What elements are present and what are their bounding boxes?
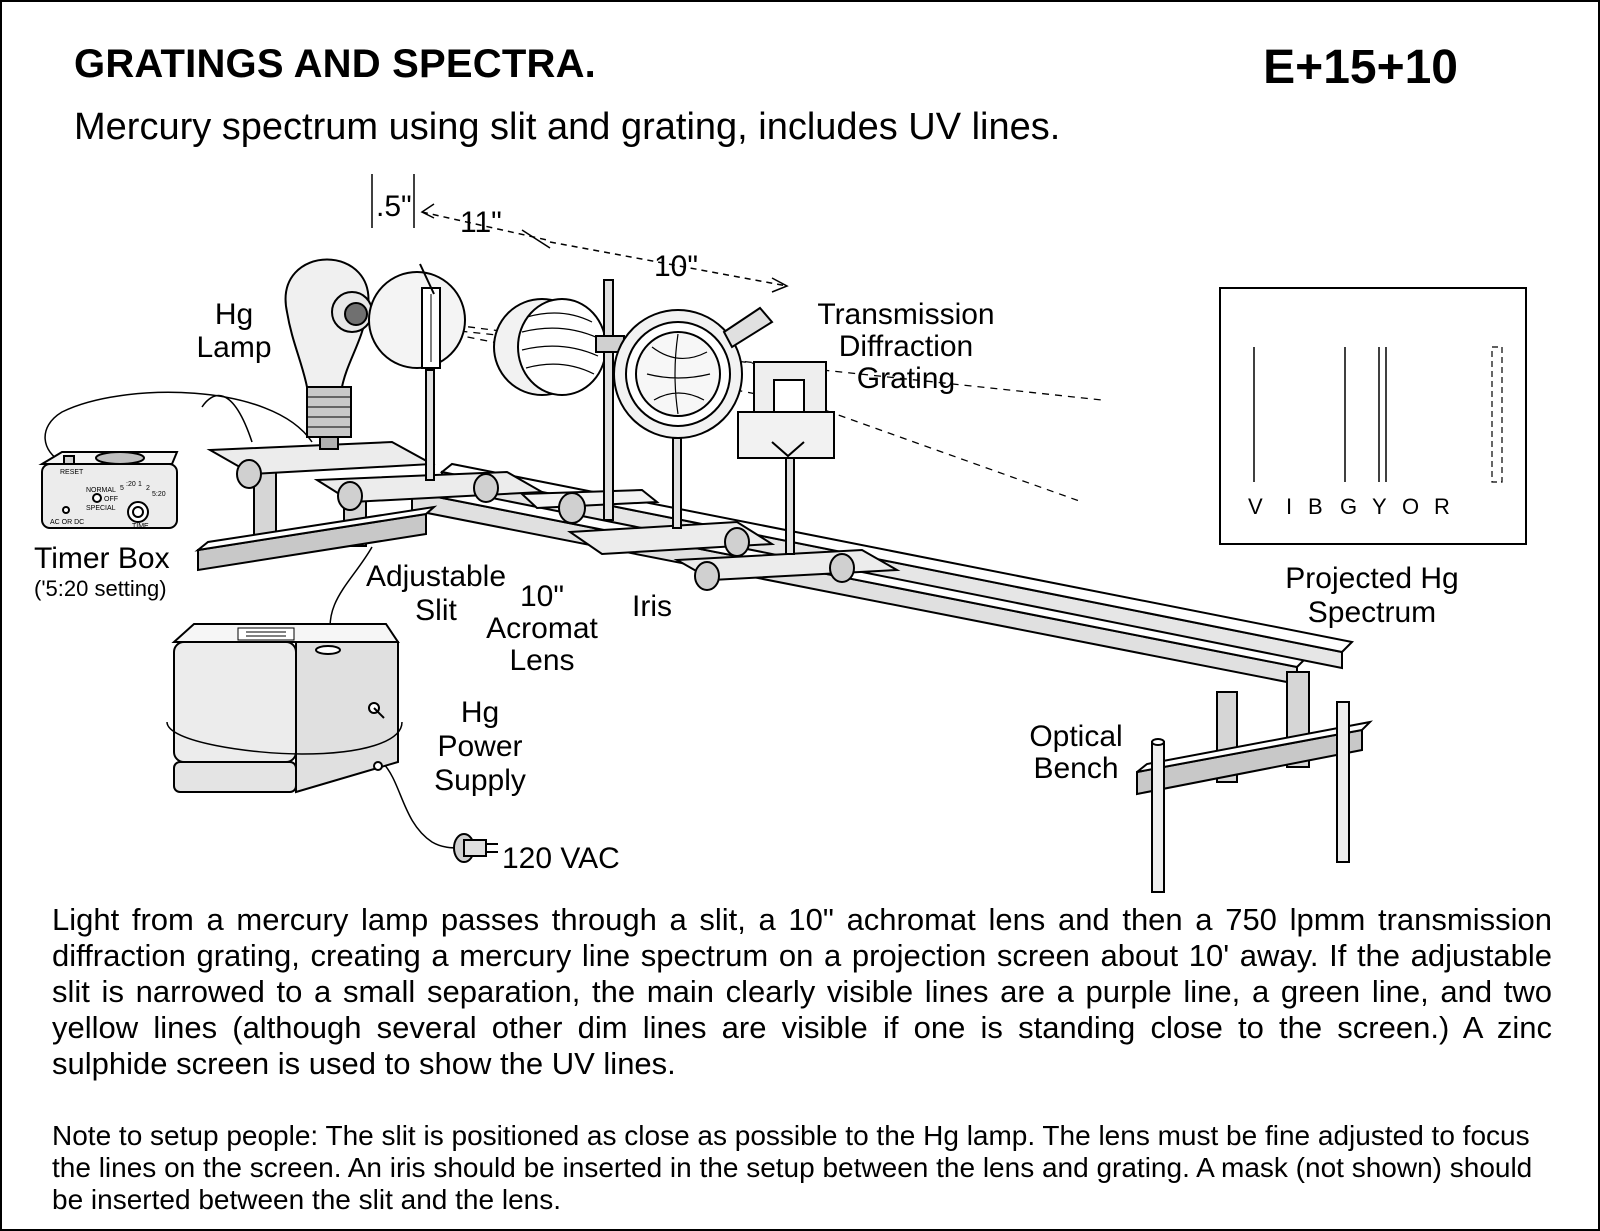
experiment-code: E+15+10 — [1263, 41, 1458, 94]
setup-note: Note to setup people: The slit is positi… — [52, 1120, 1533, 1215]
hg-lamp — [284, 258, 373, 450]
description-paragraph: Light from a mercury lamp passes through… — [52, 902, 1552, 1081]
svg-text:Lens: Lens — [509, 644, 574, 677]
svg-text:Hg: Hg — [215, 298, 253, 331]
page-title: GRATINGS AND SPECTRA. — [74, 42, 596, 86]
spectrum-letter: O — [1402, 494, 1421, 519]
iris-label: Iris — [632, 590, 672, 623]
slit-label: Adjustable Slit — [366, 560, 506, 627]
svg-text:Power: Power — [437, 730, 522, 763]
svg-text:Slit: Slit — [415, 594, 457, 627]
svg-text:10": 10" — [520, 580, 564, 613]
lens-label: 10" Acromat Lens — [486, 580, 598, 677]
hg-lamp-label: Hg Lamp — [196, 298, 271, 364]
svg-text:Diffraction: Diffraction — [839, 330, 974, 363]
spectrum-letter: R — [1434, 494, 1452, 519]
projected-spectrum-label: Projected Hg Spectrum — [1285, 562, 1458, 629]
timer-time-label: TIME — [132, 523, 149, 530]
svg-text:Optical: Optical — [1029, 720, 1122, 753]
page-subtitle: Mercury spectrum using slit and grating,… — [74, 106, 1061, 148]
spectrum-letter: Y — [1372, 494, 1389, 519]
svg-text:Lamp: Lamp — [196, 331, 271, 364]
iris — [613, 306, 774, 529]
timer-setting-1: 5 — [120, 485, 124, 492]
dimension-eleven-inch: 11" — [460, 206, 502, 239]
diffraction-grating — [737, 361, 835, 555]
optical-bench-label: Optical Bench — [1029, 720, 1122, 785]
svg-text:Grating: Grating — [857, 362, 955, 395]
timer-special-label: SPECIAL — [86, 505, 116, 512]
svg-text:Transmission: Transmission — [817, 298, 994, 331]
spectrum-lines — [1253, 346, 1503, 483]
timer-acdc-label: AC OR DC — [50, 519, 84, 526]
svg-text:Bench: Bench — [1033, 752, 1118, 785]
timer-box — [38, 451, 179, 529]
timer-off-label: OFF — [104, 496, 118, 503]
svg-text:Acromat: Acromat — [486, 612, 598, 645]
timer-setting-2: :20 — [126, 481, 136, 488]
adjustable-slit — [368, 263, 466, 481]
spectrum-letter: I — [1286, 494, 1294, 519]
dimension-half-inch: .5" — [376, 190, 412, 223]
svg-text:Hg: Hg — [461, 696, 499, 729]
dimension-ten-inch: 10" — [654, 250, 698, 283]
hg-power-supply — [166, 623, 403, 794]
timer-setting-3: 1 — [138, 481, 142, 488]
dimension-markers — [371, 174, 789, 293]
svg-text:Spectrum: Spectrum — [1308, 596, 1436, 629]
timer-setting-label: ('5:20 setting) — [34, 576, 167, 601]
projection-screen — [1219, 287, 1527, 545]
apparatus-diagram: .5" 11" 10" — [34, 174, 1527, 893]
spectrum-letter: B — [1308, 494, 1325, 519]
vac-label: 120 VAC — [502, 842, 620, 875]
spectrum-letter: V — [1248, 494, 1265, 519]
grating-label: Transmission Diffraction Grating — [817, 298, 994, 395]
timer-box-label: Timer Box — [34, 542, 170, 575]
optical-bench — [194, 440, 1373, 893]
timer-setting-5: 5:20 — [152, 491, 166, 498]
timer-normal-label: NORMAL — [86, 487, 116, 494]
acromat-lens — [493, 279, 625, 521]
spectrum-letter: G — [1340, 494, 1359, 519]
spectrum-letters: V I B G Y O R — [1248, 494, 1452, 519]
svg-text:Supply: Supply — [434, 764, 526, 797]
svg-text:Adjustable: Adjustable — [366, 560, 506, 593]
timer-setting-4: 2 — [146, 485, 150, 492]
ac-plug-icon — [453, 833, 498, 863]
timer-reset-label: RESET — [60, 469, 84, 476]
svg-text:Projected Hg: Projected Hg — [1285, 562, 1458, 595]
power-supply-label: Hg Power Supply — [434, 696, 526, 797]
